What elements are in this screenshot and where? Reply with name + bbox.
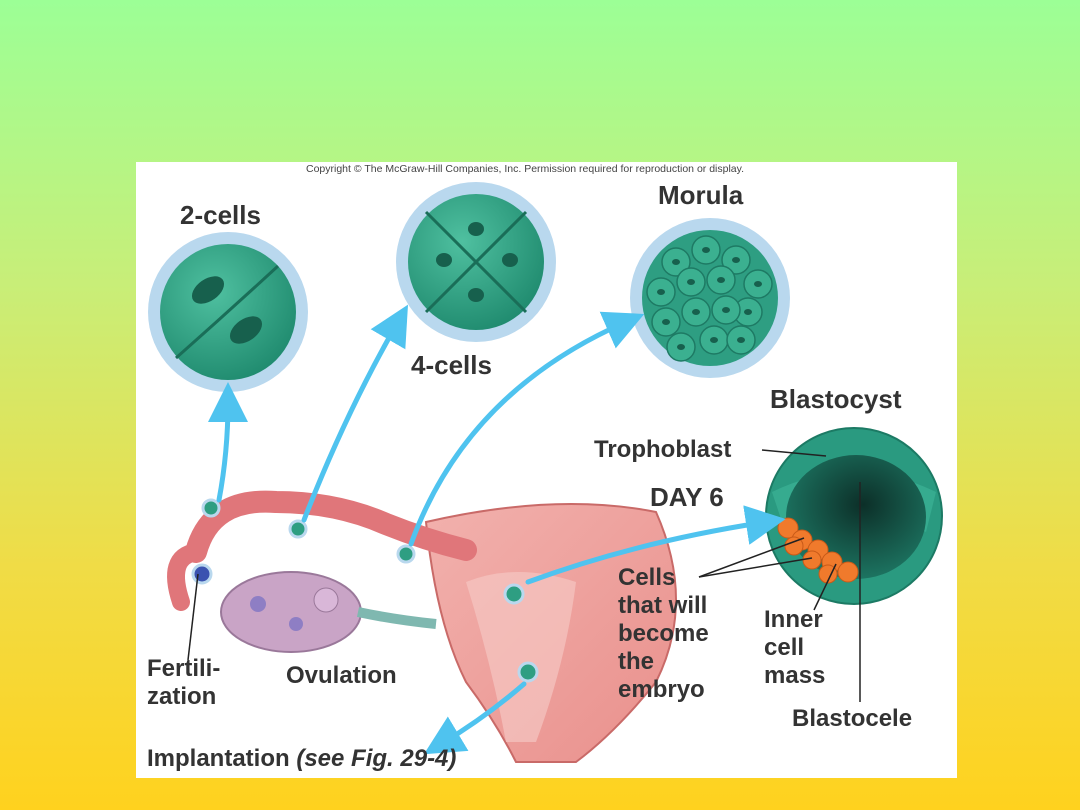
embryo-development-diagram (148, 182, 943, 763)
uterine-tube (167, 490, 477, 611)
label-ovulation: Ovulation (286, 662, 397, 689)
tract-embryos (201, 498, 539, 683)
four-cell-embryo (396, 182, 556, 342)
label-2-cells: 2-cells (180, 200, 261, 230)
label-implantation: Implantation (see Fig. 29-4) (147, 745, 457, 772)
blastocyst (765, 427, 943, 605)
uterus (424, 503, 677, 763)
label-morula: Morula (658, 180, 744, 210)
figure-reference: (see Fig. 29-4) (296, 745, 457, 772)
label-blastocyst: Blastocyst (770, 384, 902, 414)
pointer-lines (187, 449, 861, 702)
diagram-panel: Copyright © The McGraw-Hill Companies, I… (136, 162, 957, 778)
ovulated-oocyte (191, 563, 213, 585)
label-inner-cell-mass: Inner cell mass (764, 606, 826, 689)
label-fertilization: Fertili- zation (147, 655, 221, 710)
copyright-notice: Copyright © The McGraw-Hill Companies, I… (306, 163, 745, 175)
morula (630, 218, 790, 378)
ovary (220, 571, 437, 653)
label-day-6: DAY 6 (650, 482, 724, 512)
label-cells-embryo: Cells that will become the embryo (618, 564, 709, 703)
label-4-cells: 4-cells (411, 350, 492, 380)
label-blastocele: Blastocele (792, 705, 913, 732)
two-cell-embryo (148, 232, 308, 392)
label-trophoblast: Trophoblast (594, 436, 732, 463)
development-arrows (207, 304, 786, 755)
